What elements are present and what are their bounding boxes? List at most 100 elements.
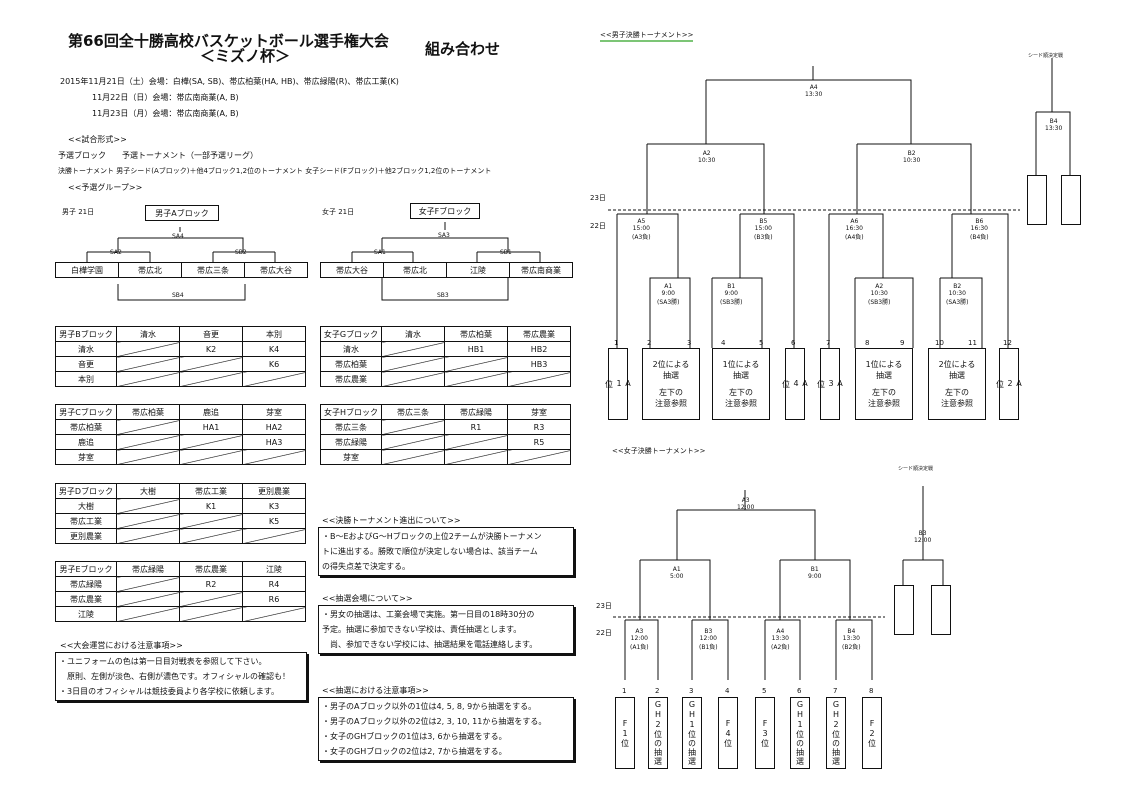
game-cell: R2 (179, 576, 243, 592)
female-day23: 23日 (596, 602, 612, 610)
seed-slot-box (931, 585, 951, 635)
note-line: ・男女の抽選は、工業会場で実施。第一日目の18時30分の (322, 610, 535, 619)
note-line: ・B～EおよびG～Hブロックの上位2チームが決勝トーナメン (322, 532, 542, 541)
female-f-team-2: 帯広北 (383, 262, 447, 278)
diag-cell (242, 528, 306, 544)
female-cand: GH1位の抽選 (790, 697, 810, 769)
male-top-game: A4 13:30 (805, 84, 822, 98)
female-f-bottom-game: SB3 (437, 292, 449, 299)
game-id: B4 (847, 628, 856, 635)
cand-text: 2位による (938, 360, 976, 369)
cand-text: 抽選 (663, 371, 679, 380)
game-id: B2 (907, 150, 916, 157)
diag-cell (116, 434, 180, 450)
diag-cell (179, 356, 243, 372)
diag-cell (242, 371, 306, 387)
diag-cell (507, 371, 571, 387)
game-id: B3 (918, 530, 927, 537)
female-f-left-game: SA1 (374, 249, 386, 256)
diag-cell (179, 591, 243, 607)
game-id: A3 (741, 497, 750, 504)
game-time: 12:00 (737, 504, 755, 511)
cand-text: 位 (816, 379, 826, 389)
col-header: 帯広工業 (179, 483, 243, 499)
female-cand: F4位 (718, 697, 738, 769)
col-header: 鹿追 (179, 404, 243, 420)
date-line-1: 2015年11月21日（土）会場：白樺(SA, SB)、帯広柏葉(HA, HB)… (60, 77, 399, 86)
female-quarter-game: B4 13:30 (B2負) (842, 628, 861, 651)
game-time: 13:30 (1045, 125, 1063, 132)
game-cell: R5 (507, 434, 571, 450)
game-cell: K1 (179, 498, 243, 514)
male-seed-game: B4 13:30 (1045, 118, 1062, 132)
game-time: 9:00 (661, 290, 675, 297)
format-line-1: 予選ブロック 予選トーナメント（一部予選リーグ） (58, 151, 258, 160)
diag-cell (179, 371, 243, 387)
game-time: 10:30 (903, 157, 921, 164)
male-cand-draw-2nd: 2位による 抽選 左下の 注意参照 (642, 348, 700, 420)
format-heading: <<試合形式>> (68, 135, 127, 144)
row-header: 帯広柏葉 (320, 356, 382, 372)
col-header: 帯広柏葉 (116, 404, 180, 420)
male-quarter-game: A6 16:30 (A4負) (845, 218, 864, 241)
game-note: (A1負) (630, 644, 649, 651)
cand-text: 左下の (945, 388, 969, 397)
game-id: B1 (727, 283, 736, 290)
male-first-game: B2 10:30 (SA3勝) (946, 283, 969, 306)
row-header: 帯広工業 (55, 513, 117, 529)
seed-slot-box (1061, 175, 1081, 225)
game-time: 13:30 (771, 635, 789, 642)
diag-cell (381, 356, 445, 372)
note-line: の得失点差で決定する。 (322, 562, 410, 571)
female-f-day: 女子 21日 (322, 208, 355, 216)
game-time: 15:00 (632, 225, 650, 232)
female-cand: GH2位の抽選 (648, 697, 668, 769)
col-header: 大樹 (116, 483, 180, 499)
advance-note: ・B～EおよびG～Hブロックの上位2チームが決勝トーナメン トに進出する。勝敗で… (318, 527, 574, 576)
game-time: 13:30 (842, 635, 860, 642)
diag-cell (381, 371, 445, 387)
cand-text: A (1014, 379, 1024, 389)
game-cell: R6 (242, 591, 306, 607)
male-a-team-4: 帯広大谷 (244, 262, 308, 278)
male-a-team-3: 帯広三条 (181, 262, 245, 278)
row-header: 帯広農業 (55, 591, 117, 607)
male-a-final-game: SA4 (172, 233, 184, 240)
cand-text: 位 (995, 379, 1005, 389)
male-quarter-game: B6 16:30 (B4負) (970, 218, 989, 241)
diag-cell (116, 606, 180, 622)
male-a-right-game: SB2 (235, 249, 247, 256)
diag-cell (116, 419, 180, 435)
game-cell: K2 (179, 341, 243, 357)
female-seed-label: シード順決定戦 (898, 466, 934, 472)
game-time: 12:00 (630, 635, 648, 642)
female-quarter-game: B3 12:00 (B1負) (699, 628, 718, 651)
cand-text: 1位による (865, 360, 903, 369)
female-quarter-game: A3 12:00 (A1負) (630, 628, 649, 651)
diag-cell (116, 576, 180, 592)
league-name: 女子Hブロック (320, 404, 382, 420)
note-line: 原則、左側が淡色、右側が濃色です。オフィシャルの確認も！ (59, 672, 291, 681)
operation-heading: <<大会運営における注意事項>> (60, 641, 183, 650)
female-cand: GH1位の抽選 (682, 697, 702, 769)
draw-venue-heading: <<抽選会場について>> (322, 594, 413, 603)
diag-cell (116, 591, 180, 607)
row-header: 清水 (55, 341, 117, 357)
draw-rules-note: ・男子のAブロック以外の1位は4, 5, 8, 9から抽選をする。 ・男子のAブ… (318, 697, 574, 761)
female-f-team-3: 江陵 (446, 262, 510, 278)
cand-text: 左下の (872, 388, 896, 397)
male-first-game: B1 9:00 (SB3勝) (720, 283, 742, 306)
female-f-right-game: SB1 (500, 249, 512, 256)
cand-text: A (800, 379, 810, 389)
date-line-3: 11月23日（月）会場：帯広南商業(A, B) (92, 109, 239, 118)
cand-text: 抽選 (876, 371, 892, 380)
game-cell: K3 (242, 498, 306, 514)
diag-cell (116, 341, 180, 357)
slot-number: 4 (725, 687, 730, 695)
slot-number: 7 (833, 687, 838, 695)
